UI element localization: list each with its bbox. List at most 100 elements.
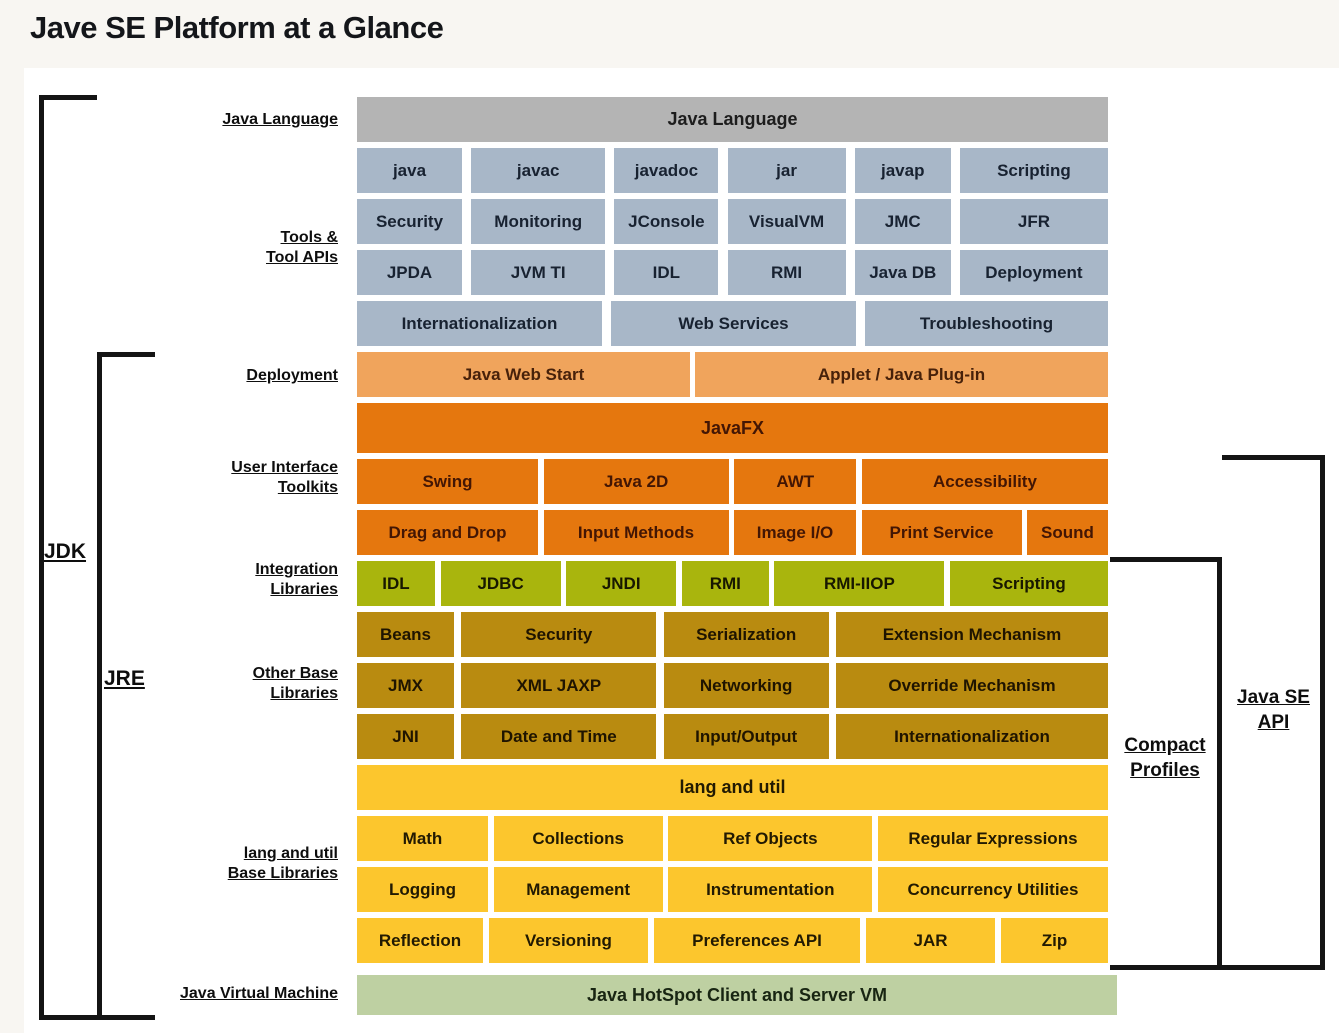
grid-cell: Java Language xyxy=(357,97,1108,142)
row-ui-toolkits-1: Swing Java 2D AWT Accessibility xyxy=(357,459,1108,504)
grid-cell: Versioning xyxy=(489,918,648,963)
main-grid: Java Language java javac javadoc jar jav… xyxy=(357,97,1117,1015)
grid-cell: javap xyxy=(854,148,951,193)
grid-cell: JVM TI xyxy=(471,250,606,295)
side-label-jvm: Java Virtual Machine xyxy=(118,984,338,1004)
grid-cell: lang and util xyxy=(357,765,1108,810)
row-tools-4: Internationalization Web Services Troubl… xyxy=(357,301,1108,346)
grid-cell: VisualVM xyxy=(727,199,846,244)
grid-cell: Networking xyxy=(663,663,829,708)
grid-cell: Scripting xyxy=(959,148,1108,193)
compact-profiles-line2: Profiles xyxy=(1130,760,1200,781)
grid-cell: JavaFX xyxy=(357,403,1108,453)
grid-cell: Java 2D xyxy=(543,459,729,504)
grid-cell: RMI-IIOP xyxy=(774,561,945,606)
side-label-integration: Integration Libraries xyxy=(118,560,338,599)
grid-cell: JNI xyxy=(357,714,454,759)
side-label-tools: Tools & Tool APIs xyxy=(118,228,338,267)
compact-profiles-bracket xyxy=(1110,557,1222,970)
jre-label: JRE xyxy=(104,667,145,690)
grid-cell: Java DB xyxy=(854,250,951,295)
grid-cell: Security xyxy=(357,199,462,244)
side-label-text: Other Base xyxy=(252,665,338,682)
grid-cell: Swing xyxy=(357,459,538,504)
grid-cell: Instrumentation xyxy=(668,867,873,912)
side-label-text: Java Language xyxy=(222,111,338,128)
grid-cell: RMI xyxy=(727,250,846,295)
side-label-ui-toolkits: User Interface Toolkits xyxy=(118,458,338,497)
row-lang-base-3: Reflection Versioning Preferences API JA… xyxy=(357,918,1108,963)
row-javafx: JavaFX xyxy=(357,403,1108,453)
row-deployment: Java Web Start Applet / Java Plug-in xyxy=(357,352,1108,397)
side-label-text: Libraries xyxy=(270,580,338,598)
side-label-deployment: Deployment xyxy=(118,366,338,386)
java-se-api-bracket xyxy=(1222,455,1325,970)
row-other-base-2: JMX XML JAXP Networking Override Mechani… xyxy=(357,663,1108,708)
grid-cell: Preferences API xyxy=(654,918,860,963)
grid-cell: Beans xyxy=(357,612,454,657)
grid-cell: IDL xyxy=(614,250,719,295)
grid-cell: JPDA xyxy=(357,250,462,295)
grid-cell: Troubleshooting xyxy=(865,301,1108,346)
row-ui-toolkits-2: Drag and Drop Input Methods Image I/O Pr… xyxy=(357,510,1108,555)
side-label-other-base: Other Base Libraries xyxy=(118,664,338,703)
grid-cell: JDBC xyxy=(440,561,561,606)
grid-cell: Regular Expressions xyxy=(877,816,1108,861)
grid-cell: Collections xyxy=(493,816,663,861)
grid-cell: Zip xyxy=(1001,918,1108,963)
jre-bracket xyxy=(97,352,155,1020)
grid-cell: Reflection xyxy=(357,918,483,963)
grid-cell: Sound xyxy=(1027,510,1108,555)
grid-cell: Monitoring xyxy=(471,199,606,244)
grid-cell: Security xyxy=(461,612,657,657)
grid-cell: Print Service xyxy=(861,510,1022,555)
grid-cell: Java Web Start xyxy=(357,352,690,397)
row-lang-base-1: Math Collections Ref Objects Regular Exp… xyxy=(357,816,1108,861)
grid-cell: JAR xyxy=(866,918,995,963)
row-java-language: Java Language xyxy=(357,97,1108,142)
row-tools-2: Security Monitoring JConsole VisualVM JM… xyxy=(357,199,1108,244)
page-title: Jave SE Platform at a Glance xyxy=(30,10,444,45)
grid-cell: XML JAXP xyxy=(461,663,657,708)
row-lang-and-util: lang and util xyxy=(357,765,1108,810)
side-label-text: User Interface xyxy=(231,459,338,476)
side-label-text: Toolkits xyxy=(277,478,338,496)
side-label-text: Integration xyxy=(255,561,338,578)
grid-cell: Java HotSpot Client and Server VM xyxy=(357,975,1117,1015)
grid-cell: RMI xyxy=(681,561,769,606)
side-label-text: Libraries xyxy=(270,684,338,702)
grid-cell: Internationalization xyxy=(357,301,602,346)
grid-cell: Accessibility xyxy=(861,459,1108,504)
java-se-api-line1: Java SE xyxy=(1237,687,1310,708)
grid-cell: javac xyxy=(471,148,606,193)
side-label-text: Tool APIs xyxy=(266,248,338,266)
grid-cell: Management xyxy=(493,867,663,912)
compact-profiles-label: Compact Profiles xyxy=(1110,733,1220,783)
compact-profiles-line1: Compact xyxy=(1124,735,1206,756)
row-tools-3: JPDA JVM TI IDL RMI Java DB Deployment xyxy=(357,250,1108,295)
side-label-text: Tools & xyxy=(280,229,338,246)
grid-cell: javadoc xyxy=(614,148,719,193)
row-jvm: Java HotSpot Client and Server VM xyxy=(357,975,1117,1015)
grid-cell: Scripting xyxy=(949,561,1108,606)
grid-cell: Image I/O xyxy=(734,510,856,555)
row-integration: IDL JDBC JNDI RMI RMI-IIOP Scripting xyxy=(357,561,1108,606)
grid-cell: Internationalization xyxy=(835,714,1108,759)
grid-cell: IDL xyxy=(357,561,435,606)
row-other-base-1: Beans Security Serialization Extension M… xyxy=(357,612,1108,657)
grid-cell: Web Services xyxy=(611,301,856,346)
row-tools-1: java javac javadoc jar javap Scripting xyxy=(357,148,1108,193)
side-label-text: Base Libraries xyxy=(227,864,338,882)
grid-cell: Logging xyxy=(357,867,488,912)
grid-cell: jar xyxy=(727,148,846,193)
grid-cell: Serialization xyxy=(663,612,829,657)
grid-cell: Override Mechanism xyxy=(835,663,1108,708)
grid-cell: Input/Output xyxy=(663,714,829,759)
grid-cell: Drag and Drop xyxy=(357,510,538,555)
java-se-api-label: Java SE API xyxy=(1226,685,1321,735)
grid-cell: java xyxy=(357,148,462,193)
row-other-base-3: JNI Date and Time Input/Output Internati… xyxy=(357,714,1108,759)
grid-cell: JConsole xyxy=(614,199,719,244)
java-se-api-line2: API xyxy=(1257,712,1290,733)
side-label-java-language: Java Language xyxy=(118,110,338,130)
